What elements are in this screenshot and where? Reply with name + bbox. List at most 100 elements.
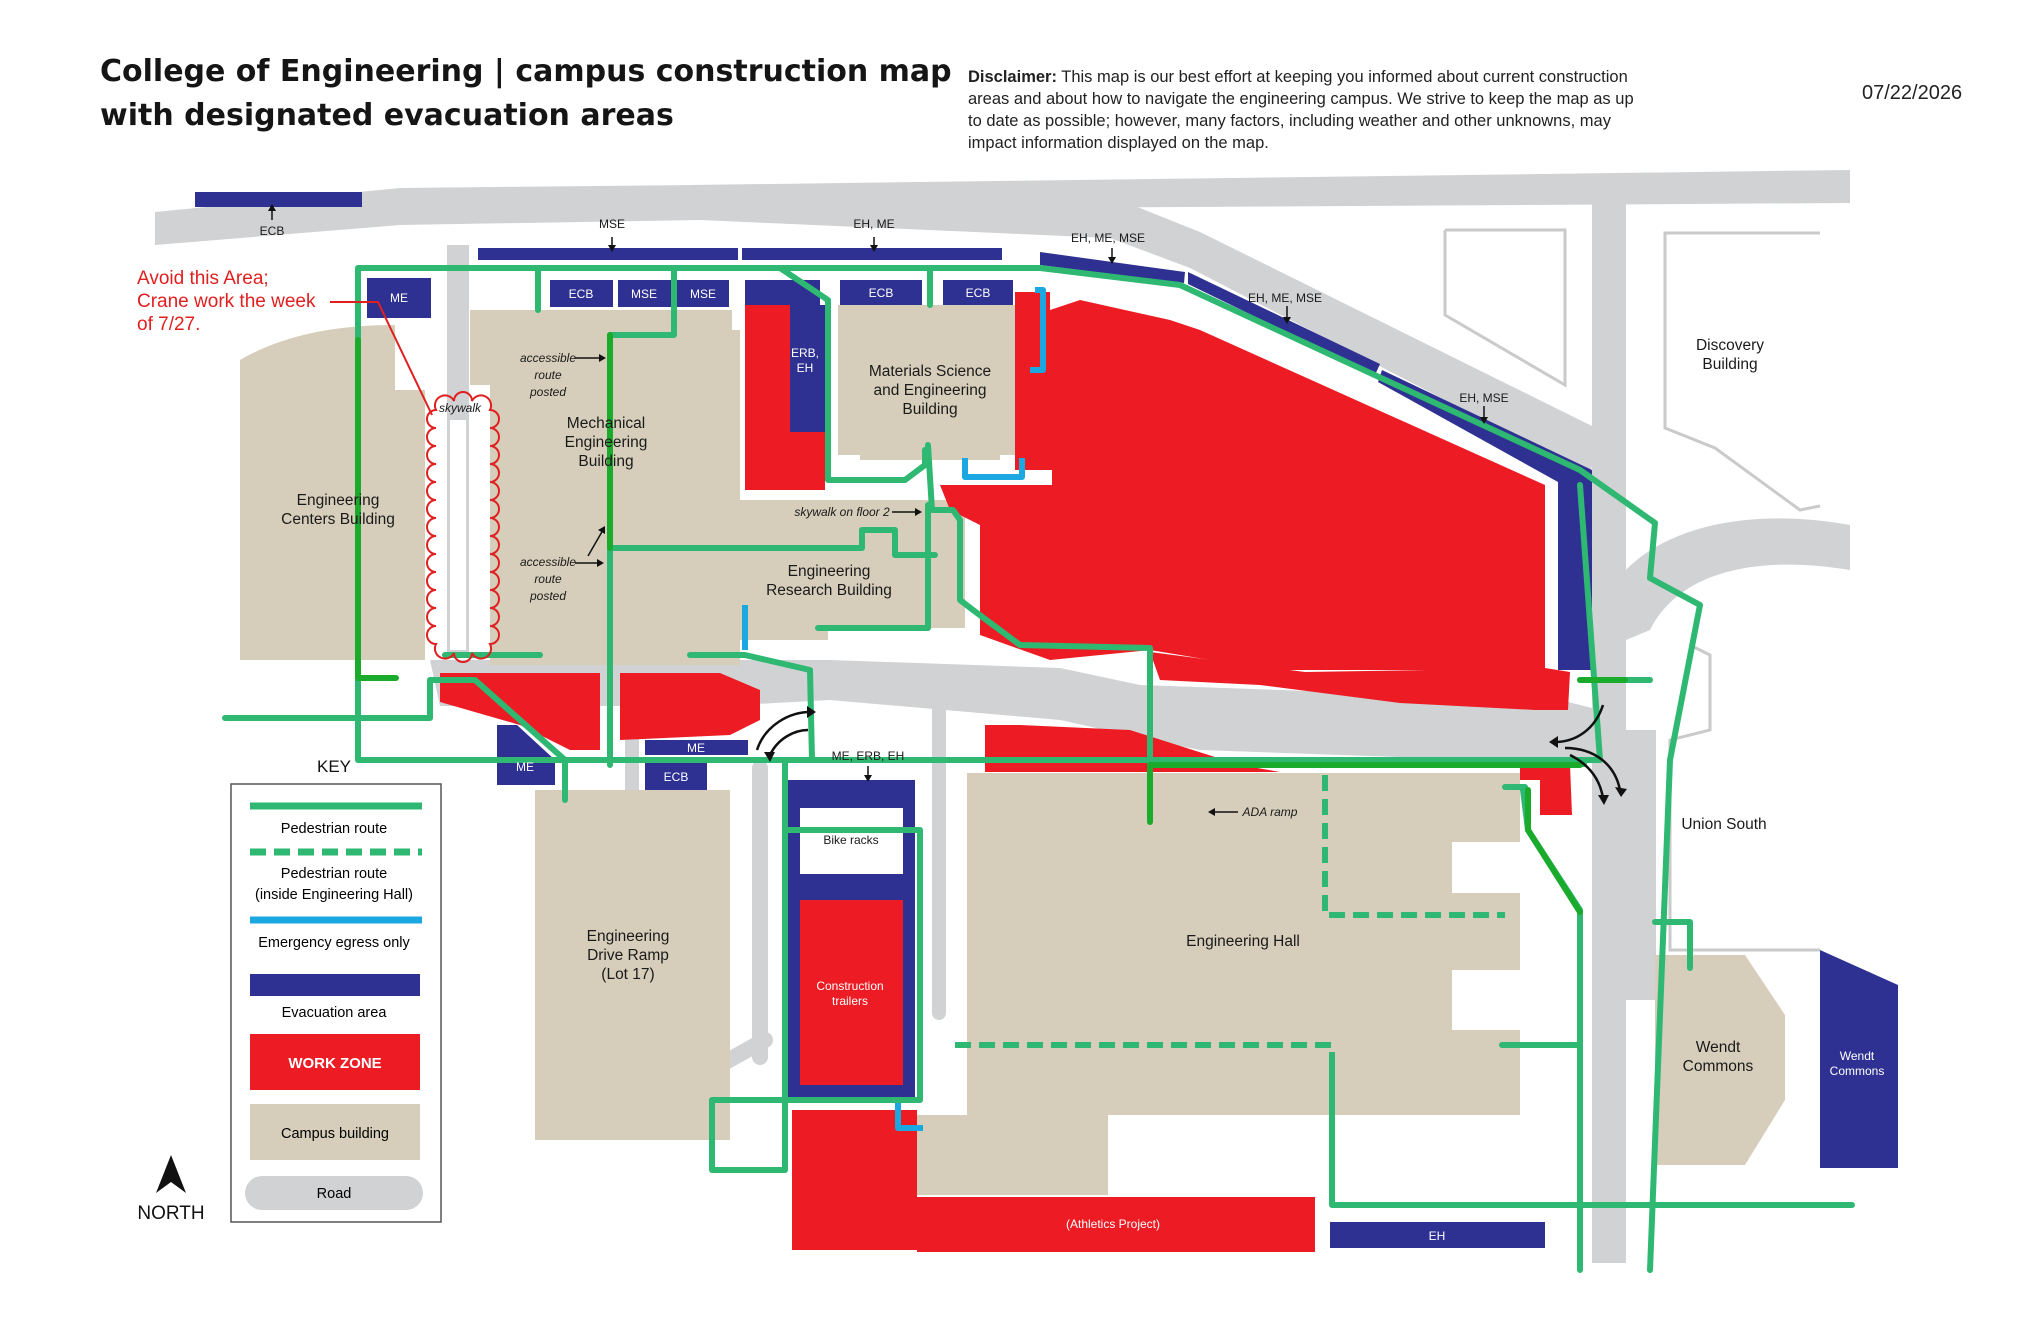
evacuation-area-mse bbox=[618, 280, 671, 307]
evacuation-area-eh bbox=[1330, 1222, 1545, 1248]
legend-swatch-evacuation bbox=[250, 974, 420, 996]
turn-arrow bbox=[1564, 746, 1622, 791]
building-label: Research Building bbox=[766, 582, 892, 599]
evacuation-area-ecb bbox=[195, 192, 362, 207]
evac-label: EH, ME, MSE bbox=[1248, 291, 1322, 305]
construction-trailers-area bbox=[800, 900, 903, 1085]
arrowhead bbox=[1208, 808, 1215, 816]
bike-racks-area bbox=[800, 808, 903, 874]
evacuation-area-ecb bbox=[645, 762, 707, 790]
building-label: Centers Building bbox=[281, 511, 395, 528]
pedestrian-route bbox=[1652, 919, 1693, 971]
evac-label: MSE bbox=[599, 217, 625, 231]
page-title: with designated evacuation areas bbox=[100, 98, 674, 133]
evac-label: ME bbox=[687, 741, 705, 755]
pedestrian-route bbox=[355, 337, 399, 681]
pedestrian-route-inside bbox=[955, 1042, 1335, 1100]
legend-swatch-campus-building bbox=[250, 1104, 420, 1160]
evac-label: ME, ERB, EH bbox=[832, 749, 905, 763]
turn-arrow bbox=[768, 728, 809, 756]
legend-label: WORK ZONE bbox=[288, 1055, 381, 1072]
evacuation-area-ecb bbox=[550, 280, 613, 307]
pedestrian-route bbox=[815, 502, 931, 631]
work-zone bbox=[917, 1197, 1315, 1252]
accessible-route-note: posted bbox=[529, 385, 566, 399]
pedestrian-route bbox=[1525, 787, 1583, 915]
accessible-route-note: accessible bbox=[520, 555, 576, 569]
crane-warning: Avoid this Area; bbox=[137, 268, 269, 289]
crane-work-zone-outline bbox=[330, 301, 500, 663]
legend-label: Pedestrian route bbox=[281, 866, 387, 882]
work-zone bbox=[1150, 652, 1570, 710]
evac-label: Wendt bbox=[1840, 1049, 1875, 1063]
building-wendt-commons bbox=[1655, 955, 1785, 1165]
building-engineering-hall bbox=[917, 773, 1520, 1195]
evac-label: ECB bbox=[869, 286, 894, 300]
trailers-label: Construction bbox=[816, 979, 883, 993]
pedestrian-route bbox=[782, 757, 923, 1103]
evac-label: EH, ME, MSE bbox=[1071, 231, 1145, 245]
arrows bbox=[271, 208, 1622, 813]
north-indicator: NORTH bbox=[137, 1155, 205, 1224]
legend: KEY Pedestrian route Pedestrian route (i… bbox=[230, 757, 442, 1223]
arrowhead bbox=[598, 526, 605, 534]
map-text: Engineering Centers Building Mechanical … bbox=[137, 217, 1884, 1243]
accessible-route-note: route bbox=[534, 572, 562, 586]
building-outline bbox=[1663, 231, 1821, 512]
work-zone bbox=[1520, 765, 1572, 815]
trailers-label: trailers bbox=[832, 994, 868, 1008]
evac-label: ME bbox=[390, 291, 408, 305]
legend-label: (inside Engineering Hall) bbox=[255, 887, 413, 903]
accessible-route-note: route bbox=[534, 368, 562, 382]
emergency-egress-routes bbox=[742, 287, 1046, 1131]
campus-buildings bbox=[240, 305, 1785, 1195]
work-zone bbox=[440, 673, 600, 750]
annotation-leader bbox=[370, 301, 433, 416]
arrowhead bbox=[1598, 795, 1609, 805]
pedestrian-route bbox=[777, 265, 928, 483]
building-label: Engineering bbox=[587, 928, 670, 945]
evac-label: EH, MSE bbox=[1459, 391, 1508, 405]
arrowhead bbox=[268, 204, 276, 211]
road bbox=[932, 700, 946, 1020]
building-outline bbox=[1668, 643, 1820, 952]
pedestrian-route bbox=[925, 442, 1153, 823]
building-drive-ramp bbox=[535, 790, 730, 1140]
bike-racks-label: Bike racks bbox=[823, 833, 878, 847]
road bbox=[155, 185, 1600, 475]
building-mechanical-engineering bbox=[470, 310, 740, 665]
evacuation-area-ecb bbox=[943, 280, 1013, 305]
arrowhead bbox=[1283, 317, 1291, 324]
evacuation-area-eh-me-mse bbox=[1188, 272, 1380, 375]
road bbox=[752, 760, 768, 1065]
north-label: NORTH bbox=[137, 1203, 204, 1224]
evac-label: ERB, bbox=[791, 346, 819, 360]
work-zones bbox=[440, 292, 1572, 1252]
skywalk bbox=[450, 420, 466, 650]
accessible-route-note: posted bbox=[529, 589, 566, 603]
pedestrian-route bbox=[1329, 1062, 1855, 1208]
legend-title: KEY bbox=[317, 757, 351, 776]
pedestrian-route bbox=[355, 265, 1703, 1273]
arrowhead bbox=[864, 775, 872, 782]
arrowhead bbox=[807, 706, 816, 718]
evac-label: ECB bbox=[569, 287, 594, 301]
building-label: Engineering Hall bbox=[1186, 933, 1300, 950]
disclaimer-label: Disclaimer: bbox=[968, 68, 1057, 86]
building-erb bbox=[740, 500, 965, 640]
page-title: College of Engineering | campus construc… bbox=[100, 54, 952, 89]
evacuation-area-ecb bbox=[840, 280, 922, 305]
crane-work-zone-outline bbox=[426, 391, 500, 663]
pedestrian-routes-bright bbox=[355, 332, 1628, 915]
athletics-label: (Athletics Project) bbox=[1066, 1217, 1160, 1231]
evacuation-area-me bbox=[497, 725, 555, 785]
evac-label: ECB bbox=[664, 770, 689, 784]
skywalk-floor2-label: skywalk on floor 2 bbox=[794, 505, 890, 519]
evacuation-area-me bbox=[645, 740, 748, 755]
road bbox=[1626, 730, 1656, 1000]
other-buildings bbox=[1443, 228, 1821, 952]
crane-warning: of 7/27. bbox=[137, 314, 200, 335]
evac-label: EH bbox=[1429, 1229, 1446, 1243]
legend-label: Pedestrian route bbox=[281, 821, 387, 837]
building-label: Building bbox=[1702, 356, 1757, 373]
